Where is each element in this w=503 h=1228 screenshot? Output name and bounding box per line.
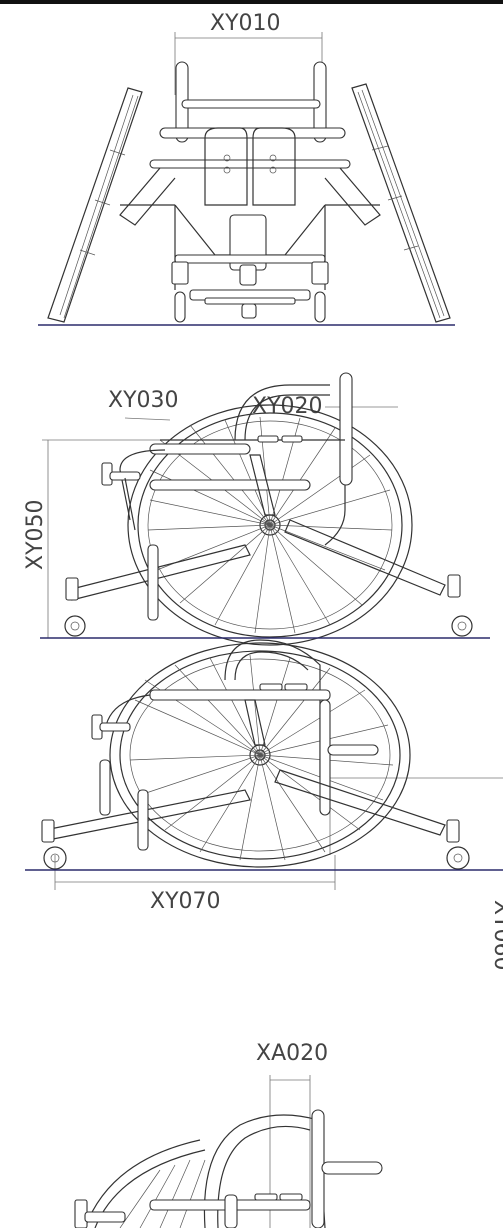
front-left-wheel (47, 87, 143, 323)
dim-label-side-offset: XY030 (108, 388, 179, 413)
dim-label-front-width: XY010 (210, 11, 281, 36)
side-view: XY050 XY030 XY020 (23, 372, 490, 646)
angle-view: XA020 (74, 1041, 383, 1228)
top-border (0, 0, 503, 4)
recline-view: XY060 XY070 (25, 639, 503, 971)
recline-main-wheel (109, 642, 411, 868)
dim-label-side-height: XY050 (23, 499, 48, 570)
dim-label-recline-height: XY060 (489, 900, 503, 971)
dim-label-angle-offset: XA020 (256, 1041, 328, 1066)
dim-label-side-backrest: XY020 (252, 394, 323, 419)
front-right-wheel (351, 83, 451, 323)
dim-label-recline-length: XY070 (150, 889, 221, 914)
front-view: XY010 (38, 11, 455, 326)
side-main-wheel (127, 404, 413, 646)
